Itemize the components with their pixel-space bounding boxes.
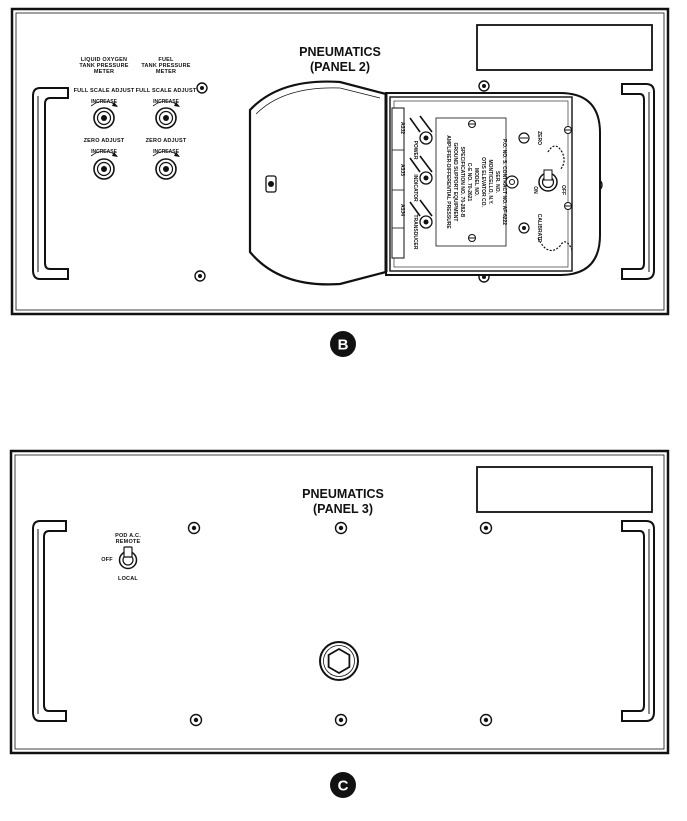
nameplate-line-8: SER. NO. — [494, 171, 500, 194]
fuel-full-increase-label: INCREASE — [153, 99, 180, 105]
screw — [505, 175, 519, 189]
on-off-toggle-switch[interactable] — [538, 169, 558, 192]
screw — [564, 202, 572, 210]
nameplate-line-7: MONTICELLO, N.Y. — [487, 160, 493, 206]
pod-ac-toggle-switch[interactable] — [118, 546, 138, 570]
screw — [196, 82, 208, 94]
nameplate-line-9: P.O. NO. S. CONTRACT NO. AF-6222 — [501, 139, 507, 225]
toggle-off-label: OFF — [560, 185, 566, 195]
panel-c-right-handle — [621, 520, 655, 722]
panel-c-screws — [187, 521, 493, 727]
screw — [334, 521, 348, 535]
bead-chain-upper — [547, 145, 565, 171]
amplifier-nameplate: AMPLIFIER-DIFFERENTIAL PRESSURE GROUND S… — [435, 117, 519, 247]
fuel-meter-label-2: TANK PRESSURE — [141, 63, 190, 69]
side-label-transducer: TRANSDUCER — [412, 215, 418, 250]
lox-meter-label-3: METER — [94, 69, 114, 75]
fuel-zero-adjust-knob[interactable]: INCREASE — [152, 149, 180, 180]
side-label-power: POWER — [412, 141, 418, 160]
lox-zero-increase-label: INCREASE — [91, 149, 118, 155]
panel-b: PNEUMATICS (PANEL 2) LIQUID OXYGEN TANK … — [10, 7, 670, 316]
connector-a3j2: A3J2 — [399, 122, 405, 134]
screw — [468, 120, 476, 128]
nameplate-line-2: GROUND SUPPORT EQUIPMENT — [452, 143, 458, 222]
nameplate-line-6: OTIS ELEVATOR CO. — [480, 157, 486, 207]
fuel-meter-label-1: FUEL — [158, 57, 174, 63]
plug — [409, 115, 433, 145]
hinged-door[interactable] — [248, 80, 388, 286]
calibrate-button[interactable] — [518, 222, 530, 234]
lox-full-scale-label: FULL SCALE ADJUST — [74, 88, 135, 94]
caption-b-letter: B — [338, 337, 349, 354]
connector-a3j3: A3J3 — [399, 164, 405, 176]
screw — [194, 270, 206, 282]
screw — [564, 126, 572, 134]
connector-strip: A3J2 A3J3 A3J4 TRANSDUCER INDICATOR POWE… — [391, 107, 418, 259]
side-label-indicator: INDICATOR — [412, 174, 418, 202]
local-label: LOCAL — [118, 576, 138, 582]
panel-b-left-handle — [32, 87, 69, 280]
plug — [409, 155, 433, 185]
panel-b-frame — [10, 7, 670, 316]
zero-adjust-screw[interactable] — [518, 132, 530, 144]
pod-ac-label: POD A.C. — [115, 533, 141, 539]
panel-c-title-line1: PNEUMATICS — [302, 487, 384, 501]
panel-b-blank-plate — [476, 24, 653, 71]
remote-label: REMOTE — [116, 539, 141, 545]
panel-b-inner-frame — [15, 12, 665, 311]
panel-c-title-line2: (PANEL 3) — [313, 502, 373, 516]
panel-c: PNEUMATICS (PANEL 3) POD A.C. REMOTE OFF… — [9, 449, 670, 755]
lox-full-increase-label: INCREASE — [91, 99, 118, 105]
zero-label: ZERO — [536, 131, 542, 145]
calibrate-label: CALIBRATE — [536, 214, 542, 243]
cable-plugs — [409, 115, 433, 229]
fuel-full-scale-knob[interactable]: INCREASE — [152, 99, 180, 129]
nameplate-line-3: SPECIFICATION NO. 70-282-B — [459, 147, 465, 218]
nameplate-line-5: MODEL NO. — [473, 168, 479, 197]
lox-full-scale-knob[interactable]: INCREASE — [90, 99, 118, 129]
toggle-on-label: ON — [532, 186, 538, 194]
screw — [479, 521, 493, 535]
fuel-zero-increase-label: INCREASE — [153, 149, 180, 155]
hex-fitting — [319, 641, 359, 681]
lox-zero-adjust-label: ZERO ADJUST — [84, 138, 125, 144]
bead-chain-lower — [537, 237, 573, 252]
fuel-zero-adjust-label: ZERO ADJUST — [146, 138, 187, 144]
lox-zero-adjust-knob[interactable]: INCREASE — [90, 149, 118, 180]
zero-calibrate-controls: ZERO ON OFF CALIBRATE — [518, 126, 573, 252]
nameplate-line-4: C-E NO. 70-2621 — [466, 163, 472, 202]
panel-c-inner-frame — [14, 454, 665, 750]
fuel-meter-label-3: METER — [156, 69, 176, 75]
panel-b-right-handle — [621, 83, 655, 280]
screw — [189, 713, 203, 727]
door-latch[interactable] — [265, 175, 277, 193]
screw — [468, 234, 476, 242]
screw — [479, 713, 493, 727]
caption-b: B — [330, 331, 356, 357]
caption-c-letter: C — [338, 778, 349, 795]
connector-a3j4: A3J4 — [399, 204, 405, 216]
screw — [478, 80, 490, 92]
off-label: OFF — [101, 557, 113, 563]
fuel-full-scale-label: FULL SCALE ADJUST — [136, 88, 197, 94]
panel-c-frame — [9, 449, 670, 755]
screw — [187, 521, 201, 535]
panel-b-title-line2: (PANEL 2) — [310, 60, 370, 74]
panel-b-title-line1: PNEUMATICS — [299, 45, 381, 59]
plug — [409, 199, 433, 229]
lox-meter-label-1: LIQUID OXYGEN — [81, 57, 127, 63]
panel-c-blank-plate — [476, 466, 653, 513]
caption-c: C — [330, 772, 356, 798]
nameplate-line-1: AMPLIFIER-DIFFERENTIAL PRESSURE — [445, 135, 451, 229]
lox-meter-label-2: TANK PRESSURE — [79, 63, 128, 69]
panel-c-left-handle — [32, 520, 67, 722]
screw — [334, 713, 348, 727]
